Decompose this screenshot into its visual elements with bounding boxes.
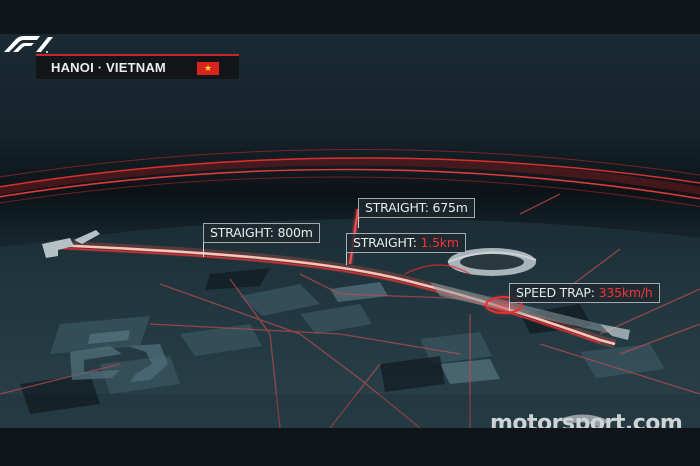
horizon-arcs (0, 149, 700, 208)
label-value: 1.5km (420, 235, 459, 250)
circuit-map-render: HANOI · VIETNAM ★ STRAIGHT: 800m STRAIGH… (0, 34, 700, 428)
vietnam-flag-icon: ★ (197, 62, 219, 75)
location-title-box: HANOI · VIETNAM ★ (36, 54, 239, 79)
motorsport-swoosh-icon (560, 414, 610, 427)
label-straight-800: STRAIGHT: 800m (203, 223, 320, 257)
label-straight-675: STRAIGHT: 675m (358, 198, 475, 228)
flag-star-icon: ★ (203, 63, 213, 73)
label-pointer (346, 253, 347, 265)
label-value: 675m (432, 200, 468, 215)
label-pointer (358, 218, 359, 228)
stadium (447, 248, 537, 276)
motorsport-watermark: motorsport.com (490, 409, 690, 428)
label-straight-1500: STRAIGHT: 1.5km (346, 233, 466, 265)
label-pointer (203, 243, 204, 257)
motorsport-text: motorsport.com (490, 411, 683, 428)
label-speed-trap: SPEED TRAP: 335km/h (509, 283, 660, 311)
label-value: 335km/h (598, 285, 653, 300)
map-graphics (0, 149, 700, 428)
label-value: 800m (277, 225, 313, 240)
label-pointer (509, 303, 510, 311)
f1-logo-icon (4, 36, 53, 53)
pit-building (42, 230, 100, 258)
location-title: HANOI · VIETNAM (51, 60, 166, 75)
streets (0, 193, 700, 428)
parking-shape (70, 344, 168, 382)
